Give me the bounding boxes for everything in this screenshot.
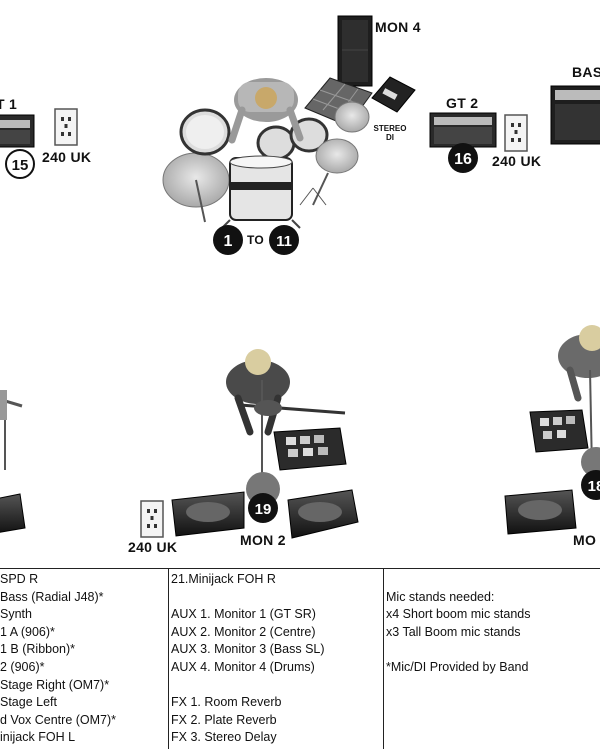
channel-row: 1 B (Ribbon)* bbox=[0, 642, 76, 657]
svg-text:15: 15 bbox=[12, 157, 29, 174]
notes-row: x4 Short boom mic stands bbox=[386, 607, 531, 622]
power-outlet-icon bbox=[54, 108, 78, 146]
channel-row: FX 3. Stereo Delay bbox=[171, 730, 277, 745]
channel-row: FX 1. Room Reverb bbox=[171, 695, 282, 710]
channel-row: SPD R bbox=[0, 572, 39, 586]
channel-row: d Vox Centre (OM7)* bbox=[0, 712, 117, 727]
channel-row: AUX 1. Monitor 1 (GT SR) bbox=[171, 607, 316, 622]
channel-list-col-3: Mic stands needed: x4 Short boom mic sta… bbox=[386, 571, 596, 751]
table-divider bbox=[383, 569, 384, 749]
channel-row: 2 (906)* bbox=[0, 659, 45, 674]
channel-list-table: SPD R Bass (Radial J48)* Synth 1 A (906)… bbox=[0, 568, 600, 751]
channel-badge-16: 16 bbox=[448, 143, 478, 173]
channel-row: 1 A (906)* bbox=[0, 624, 55, 639]
guitarist-centre bbox=[226, 349, 346, 475]
vocal-mic-right bbox=[581, 447, 600, 477]
channel-badge-15: 15 bbox=[5, 149, 35, 179]
channel-row: AUX 3. Monitor 3 (Bass SL) bbox=[171, 642, 325, 657]
channel-row: Synth bbox=[0, 607, 32, 622]
notes-row: *Mic/DI Provided by Band bbox=[386, 659, 529, 674]
label-mon-right: MO bbox=[573, 532, 597, 548]
power-outlet-icon bbox=[140, 500, 164, 538]
channel-row: FX 2. Plate Reverb bbox=[171, 712, 277, 727]
channel-row bbox=[171, 677, 381, 695]
monitor-2-wedges bbox=[171, 489, 359, 539]
power-label-gt1: 240 UK bbox=[42, 149, 92, 165]
channel-row: 21.Minijack FOH R bbox=[171, 572, 276, 586]
notes-row: x3 Tall Boom mic stands bbox=[386, 624, 521, 639]
notes-row: Mic stands needed: bbox=[386, 589, 495, 604]
power-label-gt2: 240 UK bbox=[492, 153, 542, 169]
channel-badge-18: 18 bbox=[581, 470, 600, 500]
notes-row bbox=[386, 641, 596, 659]
monitor-4-speaker bbox=[337, 15, 373, 87]
pedalboard-centre bbox=[273, 427, 347, 471]
channel-row: AUX 4. Monitor 4 (Drums) bbox=[171, 659, 315, 674]
channel-badge-19: 19 bbox=[248, 493, 278, 523]
svg-text:16: 16 bbox=[454, 151, 472, 168]
monitor-right-wedge bbox=[504, 489, 577, 535]
label-stereo-di: STEREO DI bbox=[373, 124, 407, 142]
channel-badge-11: 11 bbox=[269, 225, 299, 255]
channel-list-col-1: SPD R Bass (Radial J48)* Synth 1 A (906)… bbox=[0, 571, 166, 751]
guitar-amp-1 bbox=[0, 114, 35, 148]
channel-badge-1: 1 bbox=[213, 225, 243, 255]
label-mon4: MON 4 bbox=[375, 19, 421, 35]
svg-text:18: 18 bbox=[588, 478, 600, 495]
stereo-di-box bbox=[371, 76, 416, 113]
power-label-centre: 240 UK bbox=[128, 539, 178, 555]
channel-row bbox=[171, 589, 381, 607]
channel-list-col-2: 21.Minijack FOH R AUX 1. Monitor 1 (GT S… bbox=[171, 571, 381, 751]
pedalboard-right bbox=[529, 409, 589, 453]
channel-row: inijack FOH L bbox=[0, 730, 76, 745]
table-divider bbox=[168, 569, 169, 749]
svg-text:11: 11 bbox=[276, 233, 292, 250]
channel-row: AUX 2. Monitor 2 (Centre) bbox=[171, 624, 316, 639]
label-gt1: T 1 bbox=[0, 96, 18, 112]
notes-row bbox=[386, 571, 596, 589]
channel-row: Bass (Radial J48)* bbox=[0, 589, 104, 604]
label-gt2: GT 2 bbox=[446, 95, 479, 111]
label-drums-to: TO bbox=[247, 233, 265, 247]
guitar-amp-2 bbox=[429, 112, 497, 148]
label-bass: BAS bbox=[572, 64, 600, 80]
label-mon2: MON 2 bbox=[240, 532, 286, 548]
drum-kit bbox=[162, 78, 370, 229]
stage-plot: 15 16 1 11 19 18 MON 4 T 1 GT 2 BAS STER… bbox=[0, 15, 600, 555]
bass-amp bbox=[550, 85, 600, 145]
stage-plot-canvas: 15 16 1 11 19 18 bbox=[0, 15, 600, 539]
svg-text:19: 19 bbox=[255, 501, 272, 518]
guitarist-left bbox=[0, 390, 26, 533]
power-outlet-icon bbox=[504, 114, 528, 152]
channel-row: Stage Left bbox=[0, 695, 57, 710]
channel-row: Stage Right (OM7)* bbox=[0, 677, 110, 692]
svg-text:1: 1 bbox=[224, 233, 233, 250]
